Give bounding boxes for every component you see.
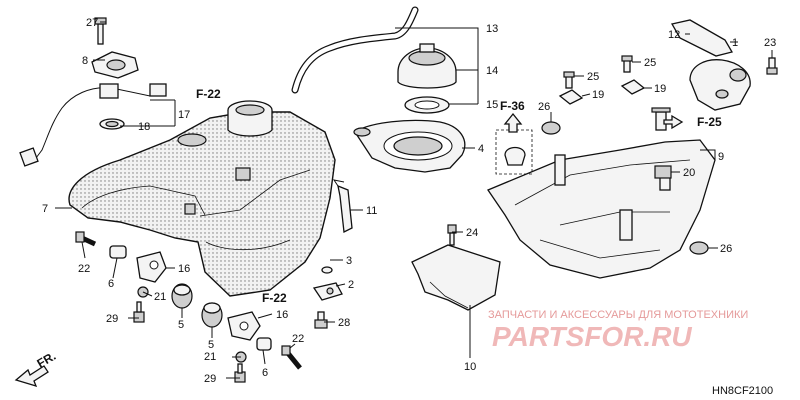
ref-f22-top: F-22 [196, 87, 221, 101]
callout-16-center: 16 [276, 309, 288, 321]
callout-6-left: 6 [108, 278, 114, 290]
callout-26-top: 26 [538, 101, 550, 113]
mount-hardware-center [201, 302, 302, 383]
mount-hardware-left [75, 231, 193, 323]
breather-tube [291, 6, 419, 94]
upper-bracket [651, 19, 778, 131]
callout-18: 18 [138, 121, 150, 133]
filler-tray [353, 119, 466, 173]
callout-23: 23 [764, 37, 776, 49]
callout-13: 13 [486, 23, 498, 35]
callout-25-right: 25 [644, 57, 656, 69]
callout-20: 20 [683, 167, 695, 179]
callout-22-center: 22 [292, 333, 304, 345]
reference-arrows [14, 112, 684, 388]
ref-front-direction: FR. [35, 349, 59, 371]
fuel-pump-cover [91, 17, 139, 79]
grommet-top [541, 121, 561, 135]
callout-5-left: 5 [178, 319, 184, 331]
fuel-filler-cap [397, 43, 457, 114]
callout-27: 27 [86, 17, 98, 29]
callout-1: 1 [732, 37, 738, 49]
callout-9: 9 [718, 151, 724, 163]
callout-26-bottom: 26 [720, 243, 732, 255]
callout-8: 8 [82, 55, 88, 67]
callout-6-center: 6 [262, 367, 268, 379]
callout-2: 2 [348, 279, 354, 291]
leader-lines [55, 21, 773, 379]
callout-15: 15 [486, 99, 498, 111]
callout-28: 28 [338, 317, 350, 329]
sensor-hardware [312, 266, 343, 329]
fuel-tank [68, 100, 336, 297]
callout-12: 12 [668, 29, 680, 41]
callout-21-center: 21 [204, 351, 216, 363]
watermark-tagline: ЗАПЧАСТИ И АКСЕССУАРЫ ДЛЯ МОТОТЕХНИКИ [488, 309, 748, 321]
watermark-site: PARTSFOR.RU [492, 321, 692, 352]
callout-10: 10 [464, 361, 476, 373]
ref-f25: F-25 [697, 115, 722, 129]
callout-25-left: 25 [587, 71, 599, 83]
grommet-bottom [689, 241, 709, 255]
callout-29-left: 29 [106, 313, 118, 325]
callout-5-center: 5 [208, 339, 214, 351]
callout-24: 24 [466, 227, 478, 239]
callout-14: 14 [486, 65, 498, 77]
tank-clip [332, 179, 353, 233]
diagram-code: HN8CF2100 [712, 385, 773, 397]
callout-4: 4 [478, 143, 484, 155]
callout-3: 3 [346, 255, 352, 267]
ref-f22-mid: F-22 [262, 291, 287, 305]
ref-f36: F-36 [500, 99, 525, 113]
fuel-unit-harness [19, 83, 167, 167]
callout-29-center: 29 [204, 373, 216, 385]
callout-19-right: 19 [654, 83, 666, 95]
callout-11: 11 [366, 205, 377, 217]
callout-19-left: 19 [592, 89, 604, 101]
callout-22-left: 22 [78, 263, 90, 275]
callout-17: 17 [178, 109, 190, 121]
callout-21-left: 21 [154, 291, 166, 303]
callout-7: 7 [42, 203, 48, 215]
callout-16-left: 16 [178, 263, 190, 275]
battery-tray [487, 139, 716, 279]
tray-fasteners [495, 55, 646, 175]
skid-plate [411, 224, 501, 311]
